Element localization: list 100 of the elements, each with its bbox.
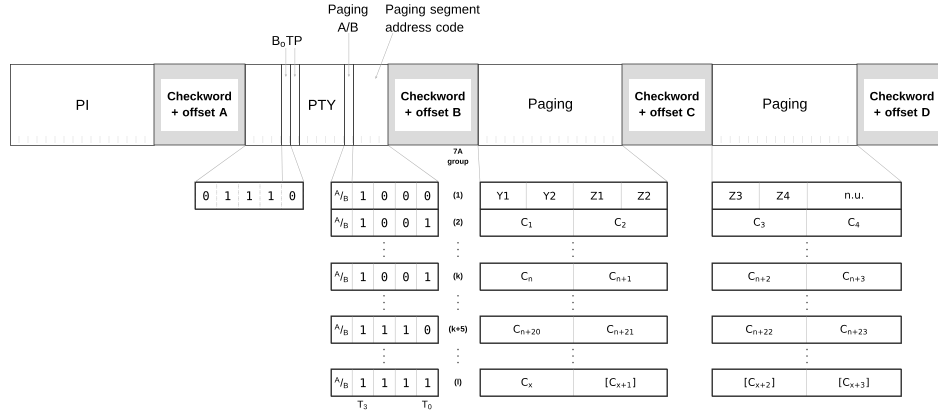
checkword-field: Checkword + offset D xyxy=(856,64,938,146)
table-cell: C$_{2}$ xyxy=(574,209,668,236)
table-cell: 1 xyxy=(374,316,396,344)
table-cell: 0 xyxy=(395,209,417,236)
table-row xyxy=(712,182,902,210)
table-row xyxy=(480,368,668,397)
table-cell: Y2 xyxy=(526,182,574,210)
table-cell: C$_{n+21}$ xyxy=(574,316,668,344)
table-cell: C$_{n+23}$ xyxy=(806,316,902,344)
row-label: (1) xyxy=(454,192,462,200)
table-cell: 1 xyxy=(395,369,417,396)
table-cell: Z1 xyxy=(573,182,622,210)
table-cell: 1 xyxy=(352,316,374,344)
table-cell: 1 xyxy=(260,182,282,210)
bit-field: Paging xyxy=(478,64,623,146)
projection-line xyxy=(478,146,480,182)
field-label: Paging segment address code xyxy=(386,4,480,32)
leader-line xyxy=(294,48,296,77)
table-row xyxy=(330,316,439,344)
table-cell: C$_{4}$ xyxy=(806,209,902,236)
bit-field xyxy=(290,64,300,146)
table-row xyxy=(330,208,439,237)
table-cell: 0 xyxy=(395,182,417,210)
field-label: Paging A/B xyxy=(328,4,368,32)
row-label: (k) xyxy=(454,272,462,280)
table-row xyxy=(480,182,668,210)
bit-field xyxy=(281,64,291,146)
table-row xyxy=(480,262,668,291)
projection-line xyxy=(290,146,304,182)
table-cell: [C$_{x+3}$] xyxy=(806,369,902,396)
table-cell: [C$_{x+2}$] xyxy=(712,369,807,396)
table-row xyxy=(194,182,304,210)
projection-line xyxy=(858,146,902,182)
table-cell: 0 xyxy=(374,182,396,210)
table-cell: Y1 xyxy=(480,182,526,210)
table-cell: Z3 xyxy=(712,182,760,210)
table-row xyxy=(712,208,902,237)
row-label: (l) xyxy=(454,378,462,386)
checkword-field: Checkword + offset B xyxy=(388,64,478,146)
table-cell: 1 xyxy=(352,182,374,210)
table-cell: 1 xyxy=(416,263,438,290)
table-cell: C$_{n+1}$ xyxy=(574,263,668,290)
table-cell: C$_{1}$ xyxy=(480,209,574,236)
projection-line xyxy=(282,146,283,182)
bit-field: PI xyxy=(10,64,155,146)
table-cell: C$_{n+22}$ xyxy=(712,316,807,344)
projection-line xyxy=(352,146,354,182)
table-cell: $^{A}$/$_{B}$ xyxy=(331,369,352,396)
table-cell: n.u. xyxy=(807,182,902,210)
table-cell: 0 xyxy=(416,316,438,344)
leader-line xyxy=(375,32,394,79)
table-cell: $^{A}$/$_{B}$ xyxy=(331,182,352,210)
table-cell: 1 xyxy=(416,369,438,396)
table-cell: 1 xyxy=(216,182,239,210)
table-cell: [C$_{x+1}$] xyxy=(574,369,668,396)
bit-field xyxy=(245,64,282,146)
projection-line xyxy=(622,146,668,182)
table-cell: $^{A}$/$_{B}$ xyxy=(331,316,352,344)
table-cell: C$_{n}$ xyxy=(480,263,574,290)
bit-field xyxy=(344,64,354,146)
table-row xyxy=(480,316,668,344)
bit-field xyxy=(353,64,389,146)
projection-line xyxy=(330,146,344,182)
table-row xyxy=(712,316,902,344)
leader-line xyxy=(348,32,350,77)
table-cell: Z4 xyxy=(759,182,808,210)
table-cell: C$_{n+3}$ xyxy=(806,263,902,290)
table-cell: 0 xyxy=(374,209,396,236)
table-cell: 0 xyxy=(195,182,217,210)
field-label: B$_{o}$TP xyxy=(272,36,302,47)
table-cell: C$_{n+2}$ xyxy=(712,263,807,290)
bit-field: Paging xyxy=(712,64,858,146)
checkword-field: Checkword + offset C xyxy=(622,64,712,146)
table-cell: C$_{3}$ xyxy=(712,209,807,236)
table-row xyxy=(480,208,668,237)
table-row xyxy=(330,182,439,210)
table-cell: 1 xyxy=(395,316,417,344)
table-cell: 0 xyxy=(416,182,438,210)
table-cell: 1 xyxy=(352,209,374,236)
table-cell: Z2 xyxy=(621,182,668,210)
table-cell: C$_{x}$ xyxy=(480,369,574,396)
table-cell: 0 xyxy=(395,263,417,290)
table-cell: 0 xyxy=(281,182,304,210)
table-cell: 0 xyxy=(374,263,396,290)
leader-line xyxy=(285,48,287,77)
table-cell: 1 xyxy=(374,369,396,396)
projection-line xyxy=(194,146,246,182)
table-row xyxy=(330,368,439,397)
table-cell: $^{A}$/$_{B}$ xyxy=(331,263,352,290)
row-label: (2) xyxy=(454,218,462,226)
table-cell: 1 xyxy=(352,369,374,396)
row-label: (k+5) xyxy=(448,326,468,334)
table-cell: 1 xyxy=(352,263,374,290)
table-row xyxy=(712,262,902,291)
table-cell: $^{A}$/$_{B}$ xyxy=(331,209,352,236)
table-row xyxy=(330,262,439,291)
checkword-field: Checkword + offset A xyxy=(154,64,246,146)
table-row xyxy=(712,368,902,397)
bit-field: PTY xyxy=(299,64,345,146)
table-cell: 1 xyxy=(238,182,260,210)
